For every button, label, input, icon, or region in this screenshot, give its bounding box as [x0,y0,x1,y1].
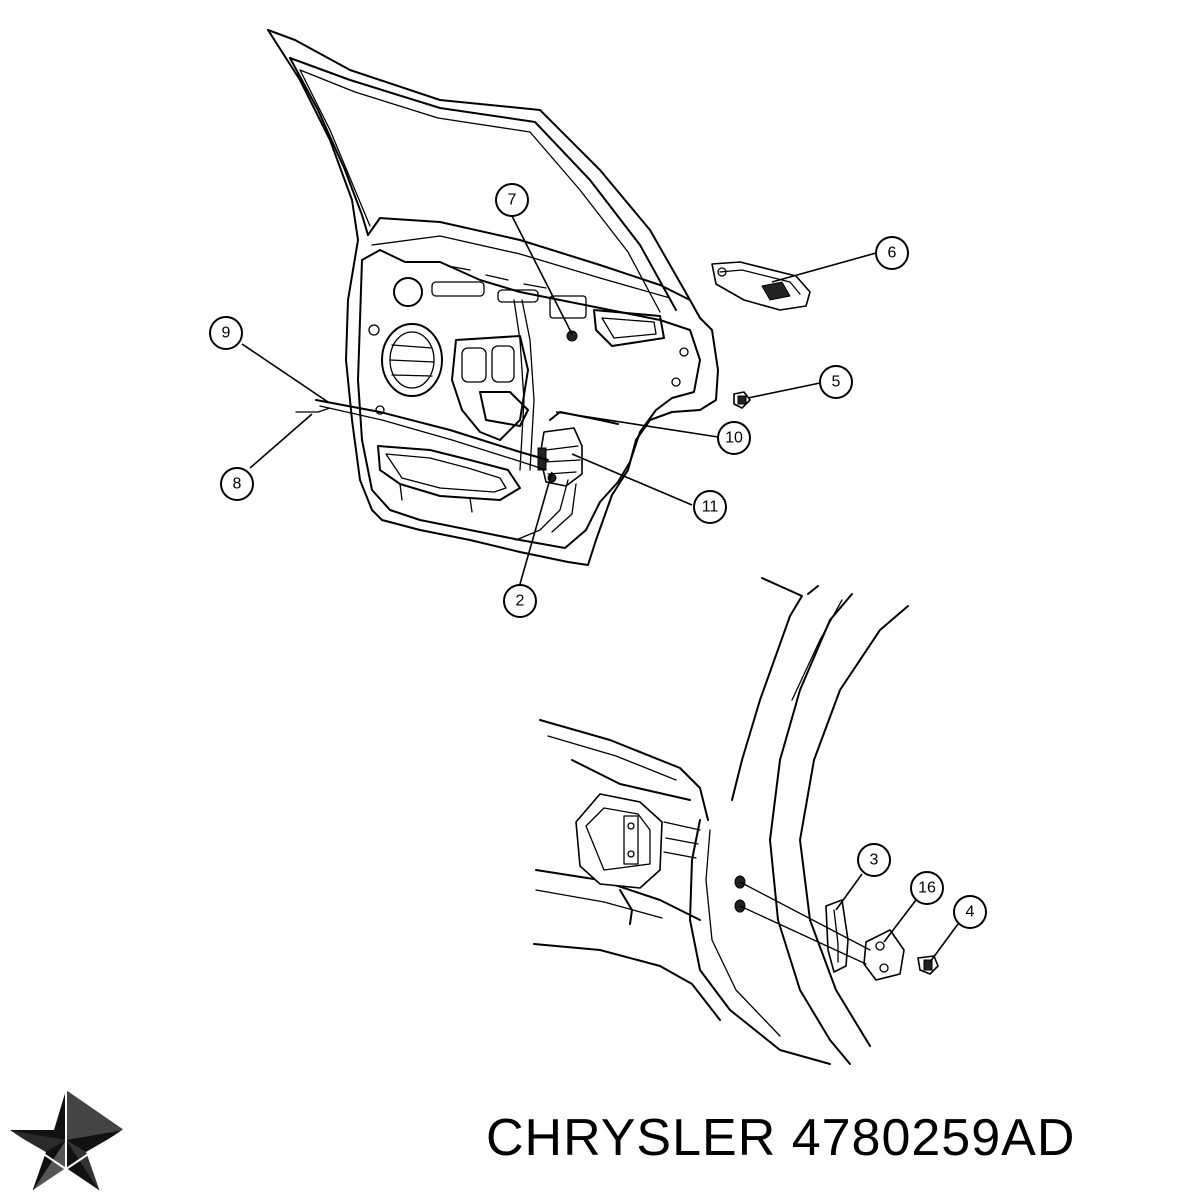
callout-label: 11 [702,499,719,516]
callout-9[interactable]: 9 [209,316,243,350]
callout-label: 10 [725,430,743,447]
callout-2[interactable]: 2 [503,584,537,618]
callout-8[interactable]: 8 [220,467,254,501]
leader-9 [241,343,329,403]
callout-label: 3 [870,852,879,869]
leader-16 [883,899,917,943]
callout-label: 5 [832,374,841,391]
callout-label: 6 [888,245,897,262]
callout-5[interactable]: 5 [819,365,853,399]
callout-7[interactable]: 7 [495,183,529,217]
callout-label: 9 [222,325,231,342]
leader-7 [511,215,573,335]
callout-16[interactable]: 16 [910,871,944,905]
callout-10[interactable]: 10 [717,421,751,455]
callout-label: 16 [918,880,936,897]
callout-3[interactable]: 3 [857,843,891,877]
callout-label: 2 [516,593,525,610]
callout-label: 8 [233,476,242,493]
callout-label: 7 [508,192,517,209]
leader-2 [519,471,553,585]
leader-8 [249,413,313,469]
callout-4[interactable]: 4 [953,895,987,929]
leader-lines [241,215,959,963]
rear-door-assembly [267,29,811,566]
brand-name: CHRYSLER [486,1109,777,1167]
part-number: 4780259AD [791,1109,1076,1167]
leader-6 [771,252,877,283]
leader-4 [929,923,959,963]
part-caption: CHRYSLER 4780259AD [486,1108,1075,1168]
chrysler-pentastar-logo-icon [7,1090,125,1193]
leader-10 [555,411,719,438]
body-pillar-assembly [533,577,939,1065]
leader-5 [747,382,821,399]
leader-11 [571,453,693,506]
callout-label: 4 [966,904,975,921]
leader-3 [835,873,863,911]
callout-6[interactable]: 6 [875,236,909,270]
callout-11[interactable]: 11 [693,490,727,524]
